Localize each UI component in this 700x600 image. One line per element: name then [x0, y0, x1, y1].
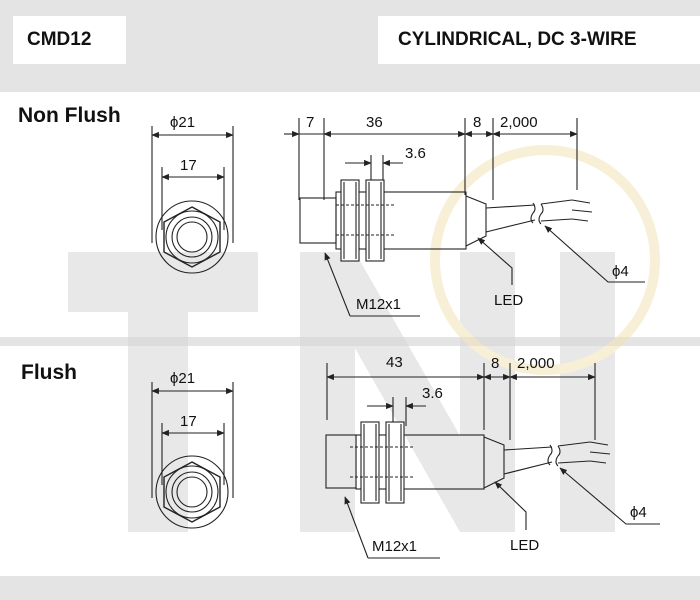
- flush-title: Flush: [15, 357, 83, 389]
- flush-thread-label: M12x1: [372, 538, 417, 555]
- nonflush-thread-label: M12x1: [356, 296, 401, 313]
- model-label: CMD12: [13, 16, 126, 64]
- watermark-n-diagonal: [300, 252, 515, 532]
- nonflush-cable-label: ϕ4: [612, 263, 629, 280]
- nonflush-dim-7: 7: [306, 114, 314, 131]
- flush-dim-43: 43: [386, 354, 403, 371]
- nonflush-front-outer-dia: ϕ21: [170, 114, 195, 131]
- nonflush-title: Non Flush: [12, 100, 127, 132]
- nonflush-front-view: [151, 126, 234, 274]
- flush-dim-8: 8: [491, 355, 499, 372]
- flush-cable-label: ϕ4: [630, 504, 647, 521]
- watermark-i: [560, 252, 615, 532]
- watermark-ring: [430, 145, 660, 375]
- sensor-type-label: CYLINDRICAL, DC 3-WIRE: [378, 16, 700, 64]
- flush-front-hex: 17: [180, 413, 197, 430]
- flush-front-view: [151, 382, 234, 529]
- nonflush-dim-36: 36: [366, 114, 383, 131]
- flush-front-outer-dia: ϕ21: [170, 370, 195, 387]
- nonflush-dim-3-6: 3.6: [405, 145, 426, 162]
- watermark-stem: [128, 252, 188, 532]
- flush-dim-2000: 2,000: [517, 355, 555, 372]
- flush-led-label: LED: [510, 537, 539, 554]
- nonflush-dim-2000: 2,000: [500, 114, 538, 131]
- nonflush-side-view: [284, 118, 645, 317]
- flush-dim-3-6: 3.6: [422, 385, 443, 402]
- nonflush-front-hex: 17: [180, 157, 197, 174]
- flush-side-view: [325, 363, 660, 559]
- nonflush-led-label: LED: [494, 292, 523, 309]
- footer-bar: [0, 576, 700, 600]
- nonflush-dim-8: 8: [473, 114, 481, 131]
